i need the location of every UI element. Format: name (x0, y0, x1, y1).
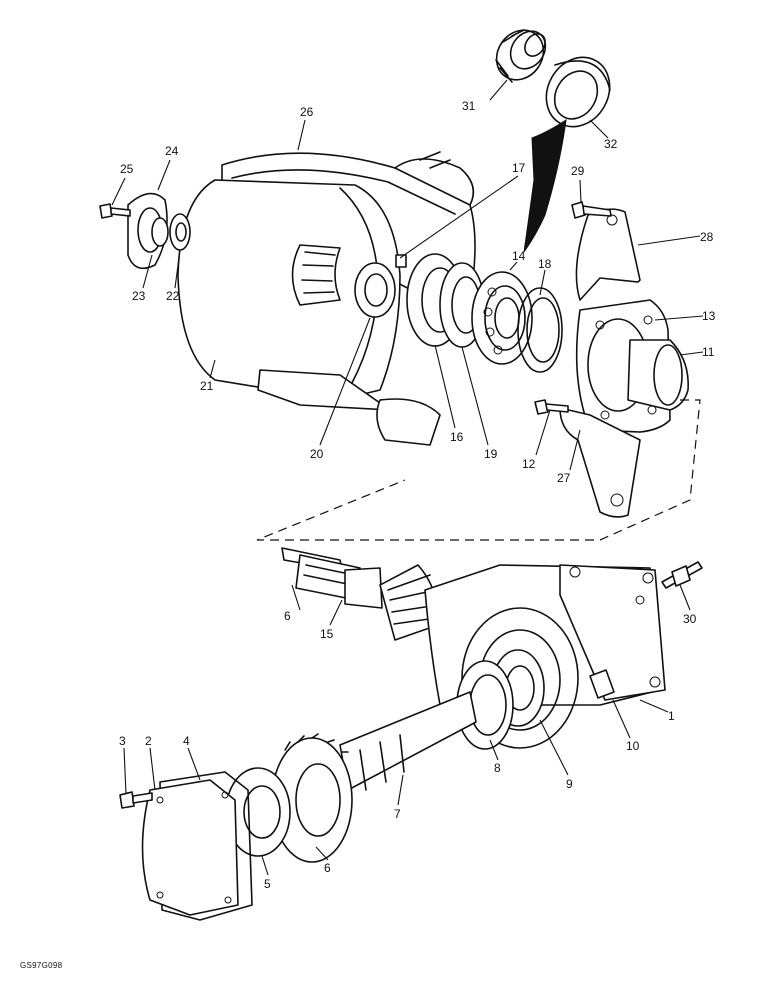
callout-31: 31 (462, 99, 476, 113)
bracket-27 (559, 407, 641, 518)
callout-8: 8 (494, 761, 501, 775)
assembly-dashed-path (256, 399, 701, 541)
callout-17: 17 (512, 161, 526, 175)
callout-30: 30 (683, 612, 697, 626)
callout-labels: 1 2 3 4 5 6 6 7 8 9 10 11 12 13 14 15 16… (119, 99, 716, 891)
pinion-shaft-6 (281, 547, 361, 601)
callout-28: 28 (700, 230, 714, 244)
seal-23 (151, 217, 169, 247)
washer-22 (169, 213, 191, 251)
callout-6-pinion-shaft: 6 (284, 609, 291, 623)
end-cover-2 (141, 779, 239, 916)
callout-32: 32 (604, 137, 618, 151)
callout-27: 27 (557, 471, 571, 485)
callout-12: 12 (522, 457, 536, 471)
splined-coupling-11 (627, 339, 689, 411)
callout-6-crown-gear: 6 (324, 861, 331, 875)
figure-reference: GS97G098 (20, 961, 63, 970)
assembly-arrow (523, 118, 567, 253)
plug-10 (589, 669, 615, 699)
callout-11: 11 (702, 345, 715, 359)
ball-bearing-14 (471, 271, 533, 365)
callout-7: 7 (394, 807, 401, 821)
callout-20: 20 (310, 447, 324, 461)
bolt-25 (99, 203, 131, 219)
bolt-12 (534, 399, 569, 415)
stud-30 (661, 561, 703, 589)
callout-3: 3 (119, 734, 126, 748)
bolt-3 (119, 791, 153, 809)
callout-14: 14 (512, 249, 526, 263)
circlip-18 (517, 287, 563, 373)
callout-2: 2 (145, 734, 152, 748)
bolt-29 (571, 201, 612, 219)
callout-24: 24 (165, 144, 179, 158)
callout-22: 22 (166, 289, 180, 303)
callout-23: 23 (132, 289, 146, 303)
callout-9: 9 (566, 777, 573, 791)
callout-29: 29 (571, 164, 585, 178)
bearing-5 (225, 767, 291, 857)
callout-1: 1 (668, 709, 675, 723)
callout-4: 4 (183, 734, 190, 748)
callout-19: 19 (484, 447, 498, 461)
callout-13: 13 (702, 309, 716, 323)
callout-5: 5 (264, 877, 271, 891)
callout-21: 21 (200, 379, 214, 393)
callout-26: 26 (300, 105, 314, 119)
callout-16: 16 (450, 430, 464, 444)
bearing-cup-32 (545, 56, 611, 128)
callout-18: 18 (538, 257, 552, 271)
gasket-4 (159, 771, 253, 921)
bolt-17 (395, 254, 407, 268)
leader-lines (111, 79, 704, 876)
callout-15: 15 (320, 627, 334, 641)
callout-10: 10 (626, 739, 640, 753)
callout-25: 25 (120, 162, 134, 176)
oil-seal-20 (354, 262, 396, 318)
splined-shaft-7 (339, 691, 477, 791)
bevel-pinion-15 (344, 564, 439, 641)
bracket-28 (575, 208, 641, 301)
taper-roller-bearing-31 (495, 29, 547, 83)
crown-gear-6 (271, 733, 353, 863)
